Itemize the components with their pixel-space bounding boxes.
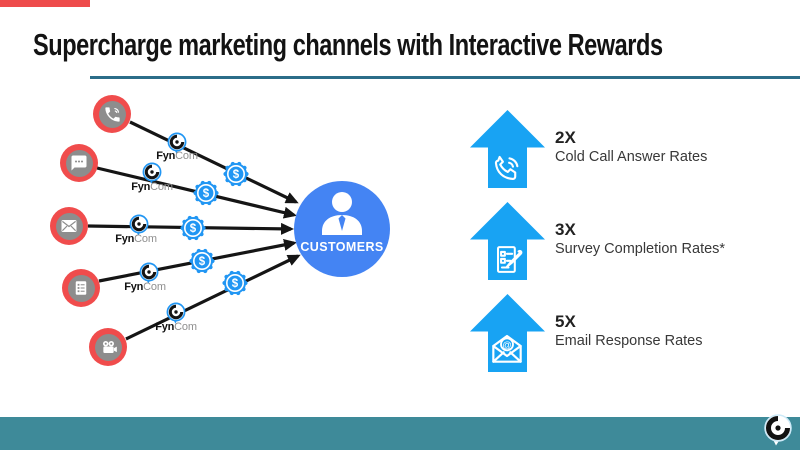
stat-multiplier: 2X xyxy=(555,128,576,147)
customers-label: CUSTOMERS xyxy=(300,240,384,254)
channel-node-cold-call xyxy=(93,95,131,133)
email-icon xyxy=(55,212,83,240)
dollar-seal-icon: $ xyxy=(189,248,215,274)
stat-block-survey: 3X Survey Completion Rates* xyxy=(470,202,800,280)
channel-node-email xyxy=(50,207,88,245)
fyncom-swirl-icon xyxy=(129,214,149,236)
channel-node-survey xyxy=(62,269,100,307)
fyncom-wordmark: FynCom xyxy=(131,181,173,193)
svg-text:$: $ xyxy=(203,188,210,200)
svg-text:$: $ xyxy=(232,278,239,290)
fyncom-swirl-icon xyxy=(166,302,186,324)
fyncom-bubble-logo xyxy=(764,414,792,446)
fyncom-swirl-icon xyxy=(142,162,162,184)
channel-node-chat xyxy=(60,144,98,182)
call-icon xyxy=(98,100,126,128)
chat-icon xyxy=(65,149,93,177)
svg-text:$: $ xyxy=(190,223,197,235)
dollar-seal-icon: $ xyxy=(180,215,206,241)
footer-bar xyxy=(0,417,800,450)
channel-node-video xyxy=(89,328,127,366)
stat-multiplier: 3X xyxy=(555,220,576,239)
fyncom-wordmark: FynCom xyxy=(155,321,197,333)
fyncom-swirl-icon xyxy=(139,262,159,284)
stat-block-email: @ 5X Email Response Rates xyxy=(470,294,800,372)
customers-node: CUSTOMERS xyxy=(294,181,390,277)
dollar-seal-icon: $ xyxy=(222,270,248,296)
dollar-seal-icon: $ xyxy=(193,180,219,206)
svg-text:$: $ xyxy=(233,169,240,181)
fyncom-wordmark: FynCom xyxy=(156,150,198,162)
phone-signal-icon xyxy=(494,155,519,180)
stat-label: Survey Completion Rates* xyxy=(555,241,726,257)
slide-title: Supercharge marketing channels with Inte… xyxy=(33,27,663,62)
title-divider xyxy=(90,76,800,79)
dollar-seal-icon: $ xyxy=(223,161,249,187)
fyncom-swirl-icon xyxy=(167,132,187,154)
svg-text:$: $ xyxy=(199,256,206,268)
customer-person-icon xyxy=(322,192,362,235)
top-accent-bar xyxy=(0,0,90,7)
fyncom-wordmark: FynCom xyxy=(124,281,166,293)
stat-multiplier: 5X xyxy=(555,312,576,331)
svg-text:@: @ xyxy=(502,340,511,350)
video-camera-icon xyxy=(94,333,122,361)
fyncom-wordmark: FynCom xyxy=(115,233,157,245)
stat-block-cold-call: 2X Cold Call Answer Rates xyxy=(470,110,800,188)
checklist-icon xyxy=(67,274,95,302)
stat-label: Cold Call Answer Rates xyxy=(555,149,708,165)
email-at-icon: @ xyxy=(492,334,522,363)
survey-pencil-icon xyxy=(497,246,523,273)
stat-label: Email Response Rates xyxy=(555,333,703,349)
